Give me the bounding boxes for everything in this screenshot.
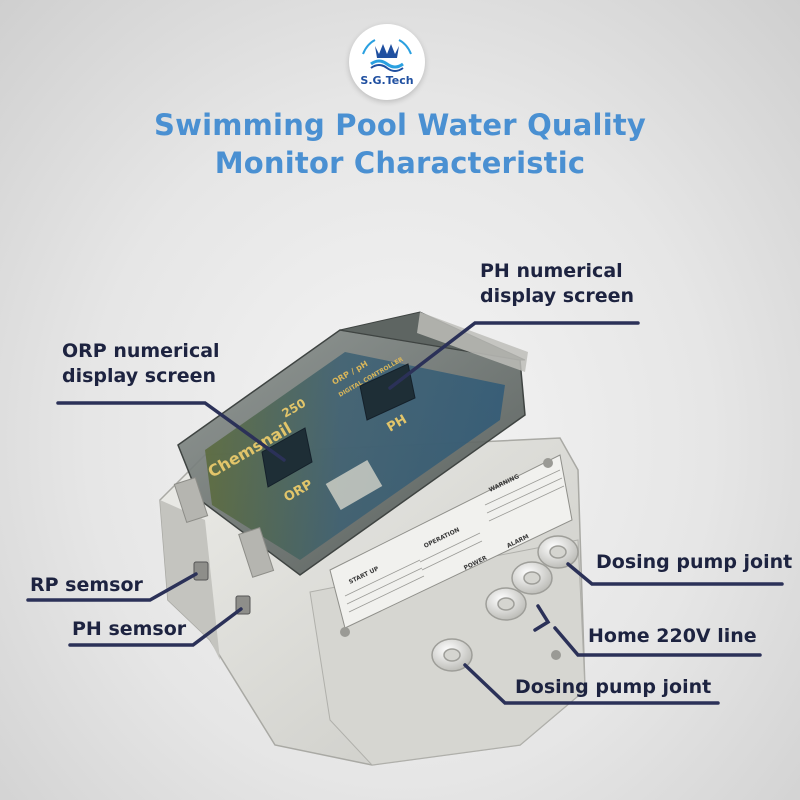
brand-logo: S.G.Tech xyxy=(349,24,425,100)
screw-icon xyxy=(340,627,350,637)
callout-orp-display: ORP numerical display screen xyxy=(62,339,220,389)
callout-dosing-pump-top: Dosing pump joint xyxy=(596,551,793,573)
housing-side xyxy=(160,500,220,660)
page-title-line-1: Swimming Pool Water Quality xyxy=(154,108,646,142)
leader-home-line-bracket xyxy=(533,604,551,632)
leader-orp-display xyxy=(56,401,286,462)
leader-dosing-pump-bottom xyxy=(463,663,720,705)
leader-ph-display xyxy=(388,321,640,390)
crown-wave-logo-icon xyxy=(362,39,412,72)
cover-hinge-strip xyxy=(417,312,528,372)
rp-sensor-port xyxy=(193,561,209,581)
leader-dosing-pump-top xyxy=(566,562,784,586)
terminal-label-panel xyxy=(329,454,573,629)
cover-latch-left xyxy=(173,476,209,524)
callout-orp-display-line2: display screen xyxy=(62,365,217,387)
callout-ph-display-line2: display screen xyxy=(480,285,635,307)
screw-icon xyxy=(551,650,561,660)
leader-ph-sensor xyxy=(68,607,243,647)
callout-ph-sensor: PH semsor xyxy=(72,618,187,640)
callout-ph-display-line1: PH numerical xyxy=(480,260,623,282)
front-panel xyxy=(205,352,505,560)
callout-orp-display-line1: ORP numerical xyxy=(62,340,220,362)
page-title-line-2: Monitor Characteristic xyxy=(214,146,586,180)
panel-instruction-sticker xyxy=(325,460,383,510)
leader-rp-sensor xyxy=(26,572,198,602)
cover-latch-right xyxy=(238,527,275,578)
callout-ph-display: PH numerical display screen xyxy=(480,259,634,309)
terminal-label-lines xyxy=(344,469,565,613)
leader-home-line xyxy=(553,626,762,657)
callout-home-line: Home 220V line xyxy=(588,625,757,647)
cable-glands xyxy=(431,535,579,672)
callout-rp-sensor: RP semsor xyxy=(30,574,143,596)
callout-lines xyxy=(26,321,784,705)
screw-icon xyxy=(543,458,553,468)
orp-display-window xyxy=(261,427,313,488)
callout-dosing-pump-bottom: Dosing pump joint xyxy=(515,676,712,698)
logo-text: S.G.Tech xyxy=(360,74,414,87)
